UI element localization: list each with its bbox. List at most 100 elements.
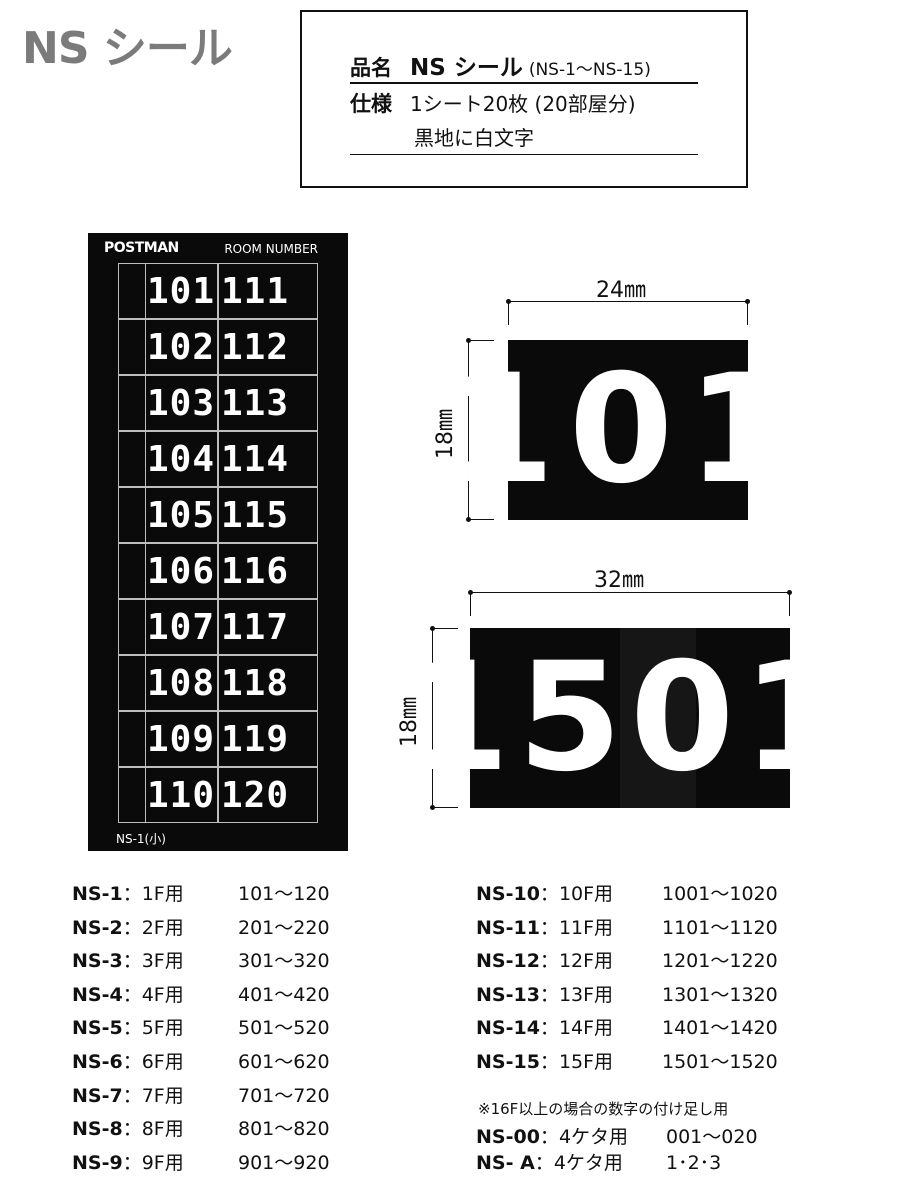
- small-height-tick-bottom: [468, 519, 494, 520]
- large-width-line: [470, 592, 790, 593]
- product-floor: 4F用: [141, 983, 184, 1006]
- product-separator: ：: [122, 983, 142, 1006]
- product-range: 001〜020: [666, 1126, 758, 1148]
- product-separator: ：: [122, 1151, 142, 1174]
- product-range: 1･2･3: [666, 1152, 722, 1174]
- sheet-cell: 102: [118, 319, 218, 375]
- product-separator: ：: [122, 916, 142, 939]
- sheet-room-number: 104: [147, 439, 216, 480]
- sheet-cell-divider: [145, 655, 146, 711]
- product-row: NS-13：13F用 1301〜1320: [476, 981, 886, 1009]
- sheet-label: ROOM NUMBER: [224, 242, 318, 256]
- sheet-cell: 114: [218, 431, 318, 487]
- small-label-sample: 101: [450, 340, 792, 520]
- product-floor: 4ケタ用: [553, 1152, 623, 1174]
- sheet-cell: 120: [218, 767, 318, 823]
- product-separator: ：: [539, 1051, 559, 1073]
- product-code: NS-8: [72, 1118, 123, 1141]
- product-floor: 15F用: [558, 1051, 614, 1073]
- product-code: NS-7: [72, 1084, 123, 1107]
- sheet-room-number: 120: [221, 775, 290, 816]
- large-label-number: 1501: [405, 631, 855, 805]
- product-separator: ：: [122, 1051, 142, 1073]
- product-code: NS-13: [476, 983, 540, 1006]
- product-code: NS-11: [476, 916, 540, 939]
- small-width-line: [508, 301, 748, 302]
- sheet-cell-divider: [145, 375, 146, 431]
- sheet-cell-divider: [145, 319, 146, 375]
- sheet-room-number: 101: [147, 271, 216, 312]
- product-separator: ：: [122, 950, 142, 973]
- product-range: 101〜120: [238, 883, 330, 905]
- sheet-room-number: 107: [147, 607, 216, 648]
- product-code: NS-00: [476, 1126, 540, 1148]
- product-floor: 13F用: [558, 983, 614, 1006]
- spec-detail-line2: 黒地に白文字: [414, 126, 534, 150]
- sheet-room-number: 103: [147, 383, 216, 424]
- product-floor: 9F用: [141, 1151, 184, 1174]
- sheet-cell-divider: [145, 711, 146, 767]
- product-code: NS-2: [72, 916, 123, 939]
- product-range: 701〜720: [238, 1084, 330, 1107]
- sheet-cell: 105: [118, 487, 218, 543]
- sheet-room-number: 119: [221, 719, 290, 760]
- sheet-cell: 108: [118, 655, 218, 711]
- product-range: 401〜420: [238, 983, 330, 1006]
- page-title: NS シール: [22, 23, 233, 74]
- product-separator: ：: [539, 883, 559, 905]
- large-label-sample: 1501: [405, 628, 847, 808]
- small-height-tick-top: [468, 340, 494, 341]
- sheet-cell-divider: [145, 263, 146, 319]
- sheet-room-number: 106: [147, 551, 216, 592]
- product-range: 1201〜1220: [662, 950, 778, 973]
- product-range: 801〜820: [238, 1118, 330, 1141]
- product-range: 1301〜1320: [662, 983, 778, 1006]
- sheet-cell: 116: [218, 543, 318, 599]
- sheet-cell: 103: [118, 375, 218, 431]
- sheet-room-number: 118: [221, 663, 290, 704]
- sheet-room-number: 112: [221, 327, 290, 368]
- spec-detail-line1: 1シート20枚 (20部屋分): [410, 92, 636, 116]
- sheet-cell: 110: [118, 767, 218, 823]
- sheet-room-number: 111: [221, 271, 290, 312]
- product-code: NS-1: [72, 883, 123, 905]
- product-floor: 3F用: [141, 950, 184, 973]
- large-height-tick-top: [432, 628, 458, 629]
- large-width-tick-right: [789, 592, 790, 616]
- sheet-room-number: 117: [221, 607, 290, 648]
- sheet-room-number: 109: [147, 719, 216, 760]
- sheet-cell: 101: [118, 263, 218, 319]
- small-height-line: [468, 340, 469, 520]
- sheet-cell-divider: [145, 543, 146, 599]
- product-separator: ：: [539, 983, 559, 1006]
- product-floor: 8F用: [141, 1118, 184, 1141]
- sheet-cell-divider: [145, 487, 146, 543]
- product-range: 501〜520: [238, 1017, 330, 1040]
- sheet-room-number: 108: [147, 663, 216, 704]
- small-width-tick-right: [747, 301, 748, 325]
- product-code: NS-5: [72, 1017, 123, 1040]
- product-range: 201〜220: [238, 916, 330, 939]
- sheet-cell: 113: [218, 375, 318, 431]
- large-label-segment-tone: [620, 628, 696, 808]
- product-separator: ：: [539, 950, 559, 973]
- product-range: 1001〜1020: [662, 883, 778, 905]
- product-range: 601〜620: [238, 1051, 330, 1073]
- sheet-cell-divider: [145, 599, 146, 655]
- sheet-cell: 111: [218, 263, 318, 319]
- product-floor: 5F用: [141, 1017, 184, 1040]
- large-width-tick-left: [470, 592, 471, 616]
- product-separator: ：: [539, 1017, 559, 1040]
- product-separator: ：: [122, 883, 142, 905]
- sheet-room-number: 115: [221, 495, 290, 536]
- product-range: 301〜320: [238, 950, 330, 973]
- spec-detail-key: 仕様: [350, 92, 392, 116]
- small-width-label: 24㎜: [596, 278, 646, 303]
- spec-detail-row2: 黒地に白文字: [350, 122, 698, 155]
